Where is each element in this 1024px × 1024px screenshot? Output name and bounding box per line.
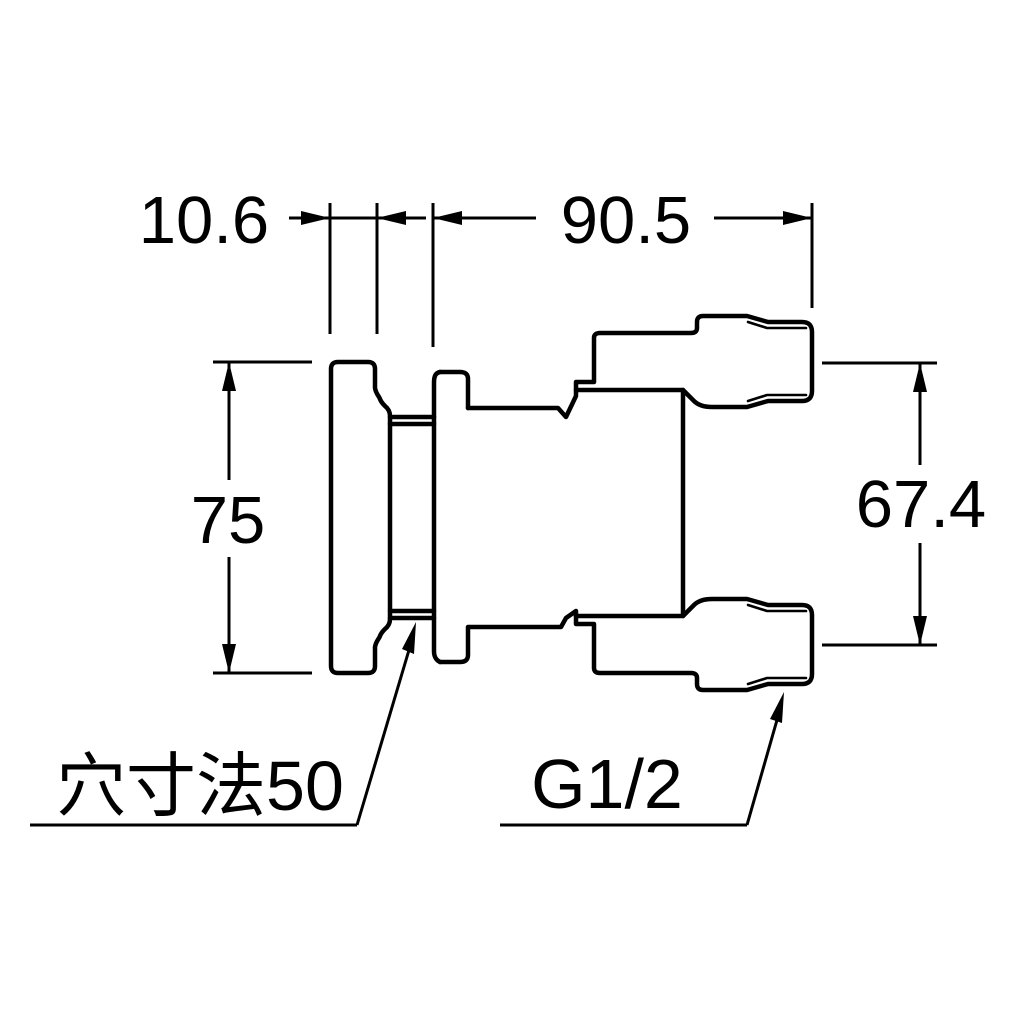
extension-lines: [213, 203, 937, 675]
arrowhead-left-icon: [377, 211, 406, 225]
arrowhead-down-icon: [913, 616, 927, 645]
dim-outlet-spacing-label: 67.4: [856, 467, 986, 542]
dim-total-length: 90.5: [433, 183, 812, 258]
arrowhead-right-icon: [783, 211, 812, 225]
dim-flange-height: 75: [191, 362, 266, 673]
callout-hole-size-label: 穴寸法50: [56, 747, 344, 825]
callout-thread-size-label: G1/2: [531, 745, 683, 823]
dim-flange-height-label: 75: [191, 483, 266, 558]
dim-flange-thickness: 10.6: [139, 183, 426, 258]
arrowhead-right-icon: [301, 211, 330, 225]
dim-total-length-label: 90.5: [561, 183, 691, 258]
body-and-branches-outline: [465, 313, 815, 693]
arrowhead-leader-icon: [402, 622, 416, 654]
thread-root-lines: [746, 320, 808, 686]
dimension-annotations: 10.6 90.5 75 67.4: [30, 183, 986, 827]
gasket-lines: [387, 414, 437, 621]
callout-thread-size: G1/2: [500, 692, 784, 827]
arrowhead-down-icon: [222, 644, 236, 673]
callout-hole-size: 穴寸法50: [30, 622, 416, 827]
arrowhead-up-icon: [913, 363, 927, 392]
arrowhead-leader-icon: [770, 692, 784, 723]
arrowhead-up-icon: [222, 362, 236, 391]
dim-flange-thickness-label: 10.6: [139, 183, 269, 258]
flange-outline: [328, 359, 393, 676]
arrowhead-left-icon: [433, 211, 462, 225]
fitting-part: [328, 313, 815, 693]
collar-outline: [431, 369, 471, 665]
dim-outlet-spacing: 67.4: [856, 363, 986, 645]
